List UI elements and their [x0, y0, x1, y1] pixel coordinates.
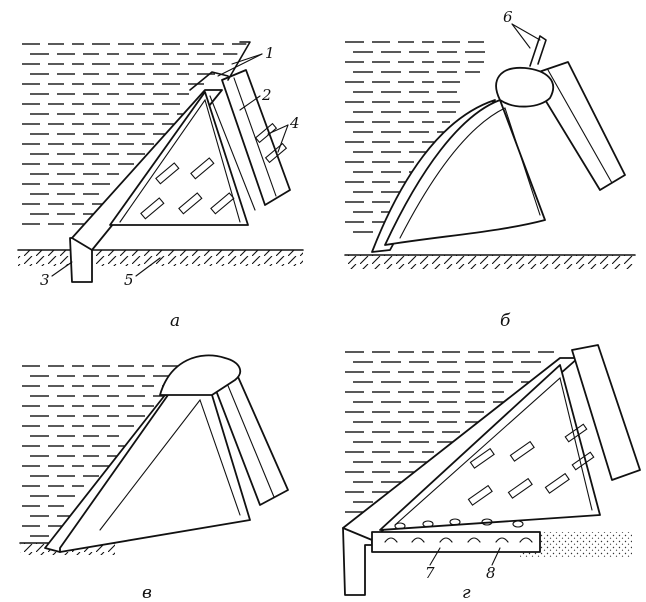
caption-b: б [500, 311, 511, 331]
ground-b [345, 255, 635, 269]
water-lines-d [345, 351, 554, 513]
panel-c: в [19, 354, 289, 602]
callout-3: 3 [40, 271, 50, 289]
drains-d [384, 518, 533, 543]
callout-1: 1 [265, 44, 275, 62]
struts-a [140, 122, 288, 220]
panel-d: 7 8 г [342, 344, 641, 602]
caption-d: г [462, 583, 471, 602]
panel-b: 6 б [344, 8, 636, 331]
water-lines-c [22, 365, 180, 537]
buttress-d [379, 364, 601, 531]
callout-5: 5 [124, 271, 134, 289]
callout-4: 4 [289, 114, 300, 132]
caption-c: в [142, 583, 152, 602]
caption-a: а [170, 311, 180, 331]
callout-6: 6 [503, 8, 513, 26]
callout-8: 8 [486, 564, 496, 582]
water-lines-a [22, 43, 247, 225]
buttress-b-2 [529, 61, 626, 191]
buttress-d-2 [571, 344, 641, 481]
drain-apron-d [371, 531, 541, 553]
struts-d [467, 423, 595, 506]
panel-a: 1 2 4 3 5 а [17, 41, 304, 331]
callout-2: 2 [261, 86, 272, 104]
buttress-a [109, 91, 249, 226]
buttress-c [59, 386, 251, 553]
callout-7: 7 [425, 564, 435, 582]
water-lines-b [345, 41, 485, 233]
